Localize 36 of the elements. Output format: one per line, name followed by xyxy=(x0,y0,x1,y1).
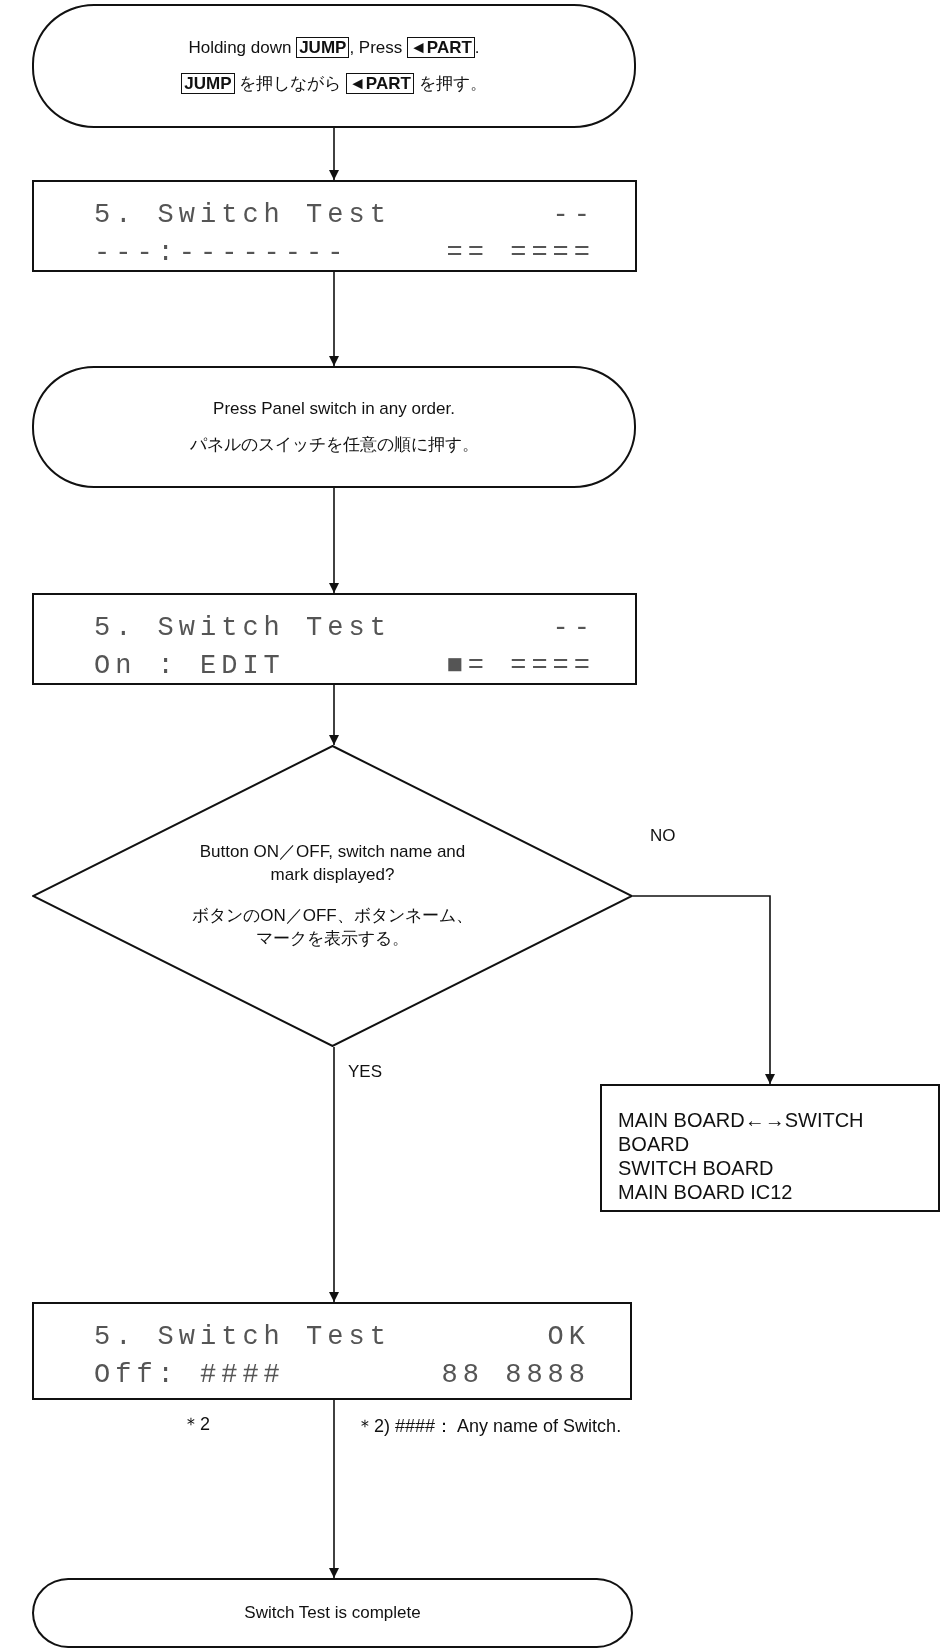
lcd-line-text: On : EDIT xyxy=(94,651,285,681)
lcd-indicator-text: 88 8888 xyxy=(441,1360,590,1390)
note-text: ＊2) ####： Any name of Switch. xyxy=(356,1415,622,1438)
decision-diamond xyxy=(32,745,633,1047)
lcd-line-text: 5. Switch Test xyxy=(94,613,391,643)
lcd-indicator-text: == ==== xyxy=(446,238,595,268)
instruction-text: Press Panel switch in any order. xyxy=(213,398,455,419)
footnote-mark: ＊2 xyxy=(182,1413,210,1436)
arrow xyxy=(329,684,339,746)
check-points-box xyxy=(600,1084,940,1212)
lcd-indicator-text: ■= ==== xyxy=(446,651,595,681)
lcd-status-text: -- xyxy=(552,613,595,643)
arrow xyxy=(632,895,775,1085)
lcd-status-text: -- xyxy=(552,200,595,230)
lcd-line-text: 5. Switch Test xyxy=(94,200,391,230)
lcd-display-box xyxy=(32,1302,632,1400)
instruction-text: Holding down JUMP, Press ◄PART. xyxy=(188,37,480,58)
lcd-display-box xyxy=(32,180,637,272)
instruction-text: Switch Test is complete xyxy=(244,1603,421,1623)
check-item-text: MAIN BOARD←→SWITCH BOARD xyxy=(618,1108,865,1156)
instruction-text: JUMP を押しながら ◄PART を押す。 xyxy=(181,71,487,95)
decision-text: ボタンのON／OFF、ボタンネーム、マークを表示する。 xyxy=(192,905,473,950)
lcd-status-text: OK xyxy=(547,1322,590,1352)
arrow xyxy=(329,1046,339,1303)
arrow xyxy=(329,127,339,181)
lcd-line-text: ---:-------- xyxy=(94,238,349,268)
check-item-text: SWITCH BOARD xyxy=(618,1156,775,1180)
check-item-text: MAIN BOARD IC12 xyxy=(618,1180,794,1204)
arrow xyxy=(329,271,339,367)
lcd-line-text: Off: #### xyxy=(94,1360,285,1390)
instruction-text: パネルのスイッチを任意の順に押す。 xyxy=(189,433,479,456)
arrow xyxy=(329,1399,339,1579)
lcd-line-text: 5. Switch Test xyxy=(94,1322,391,1352)
arrow xyxy=(329,487,339,594)
decision-text: Button ON／OFF, switch name and mark displayed? xyxy=(198,841,467,887)
lcd-display-box xyxy=(32,593,637,685)
